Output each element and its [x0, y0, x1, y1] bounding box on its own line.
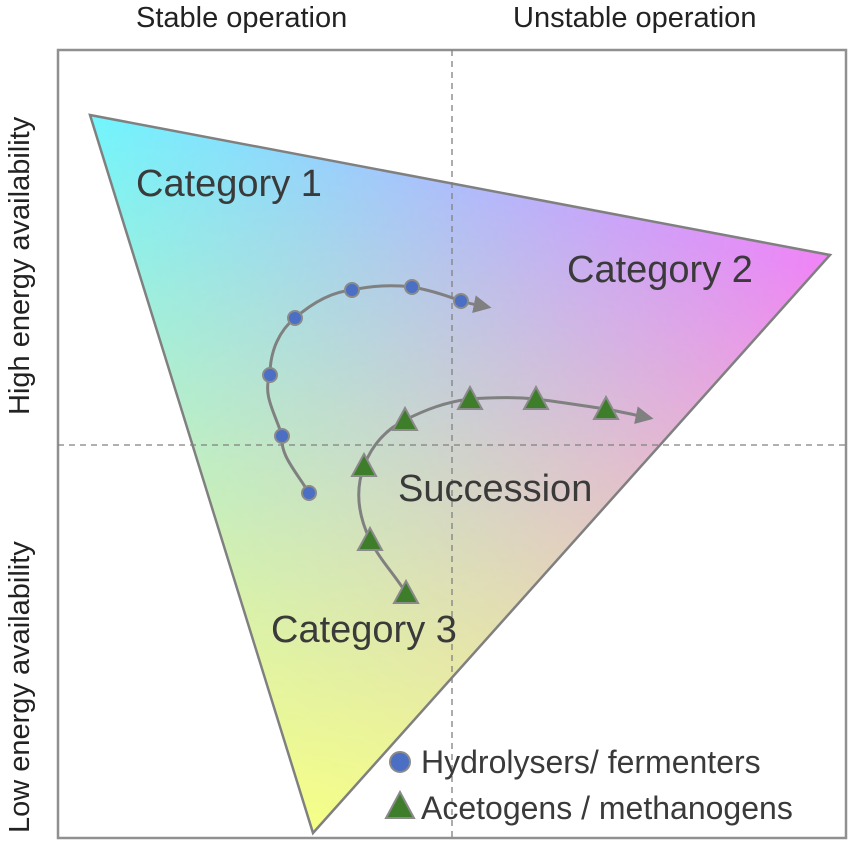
- acetogen-point: [522, 384, 550, 410]
- category-2-label: Category 2: [567, 249, 753, 291]
- acetogen-point: [391, 405, 419, 431]
- hydrolyser-markers: [262, 279, 469, 501]
- hydrolyser-point: [287, 310, 303, 326]
- legend-acetogen-label: Acetogens / methanogens: [421, 790, 793, 826]
- hydrolyser-point: [262, 367, 278, 383]
- hydrolyser-point: [274, 428, 290, 444]
- unstable-operation-label: Unstable operation: [513, 2, 757, 34]
- category-1-label: Category 1: [136, 163, 322, 205]
- hydrolyser-point: [404, 279, 420, 295]
- legend-acetogen-marker: [384, 789, 416, 819]
- triangle-outline: [88, 113, 833, 836]
- legend: Hydrolysers/ fermenters Acetogens / meth…: [384, 744, 793, 826]
- succession-label: Succession: [398, 468, 592, 510]
- category-3-label: Category 3: [271, 609, 457, 651]
- acetogen-point: [592, 394, 620, 420]
- legend-hydrolyser-label: Hydrolysers/ fermenters: [421, 744, 761, 780]
- hydrolyser-point: [301, 485, 317, 501]
- acetogen-point: [392, 578, 420, 604]
- legend-hydrolyser-marker: [389, 751, 411, 773]
- hydrolyser-point: [344, 282, 360, 298]
- stable-operation-label: Stable operation: [136, 2, 348, 34]
- triangle-yellow-blend: [90, 115, 830, 833]
- acetogen-point: [350, 451, 378, 477]
- hydrolyser-point: [453, 293, 469, 309]
- acetogen-markers: [350, 384, 620, 604]
- acetogen-point: [456, 384, 484, 410]
- acetogen-point: [356, 525, 384, 551]
